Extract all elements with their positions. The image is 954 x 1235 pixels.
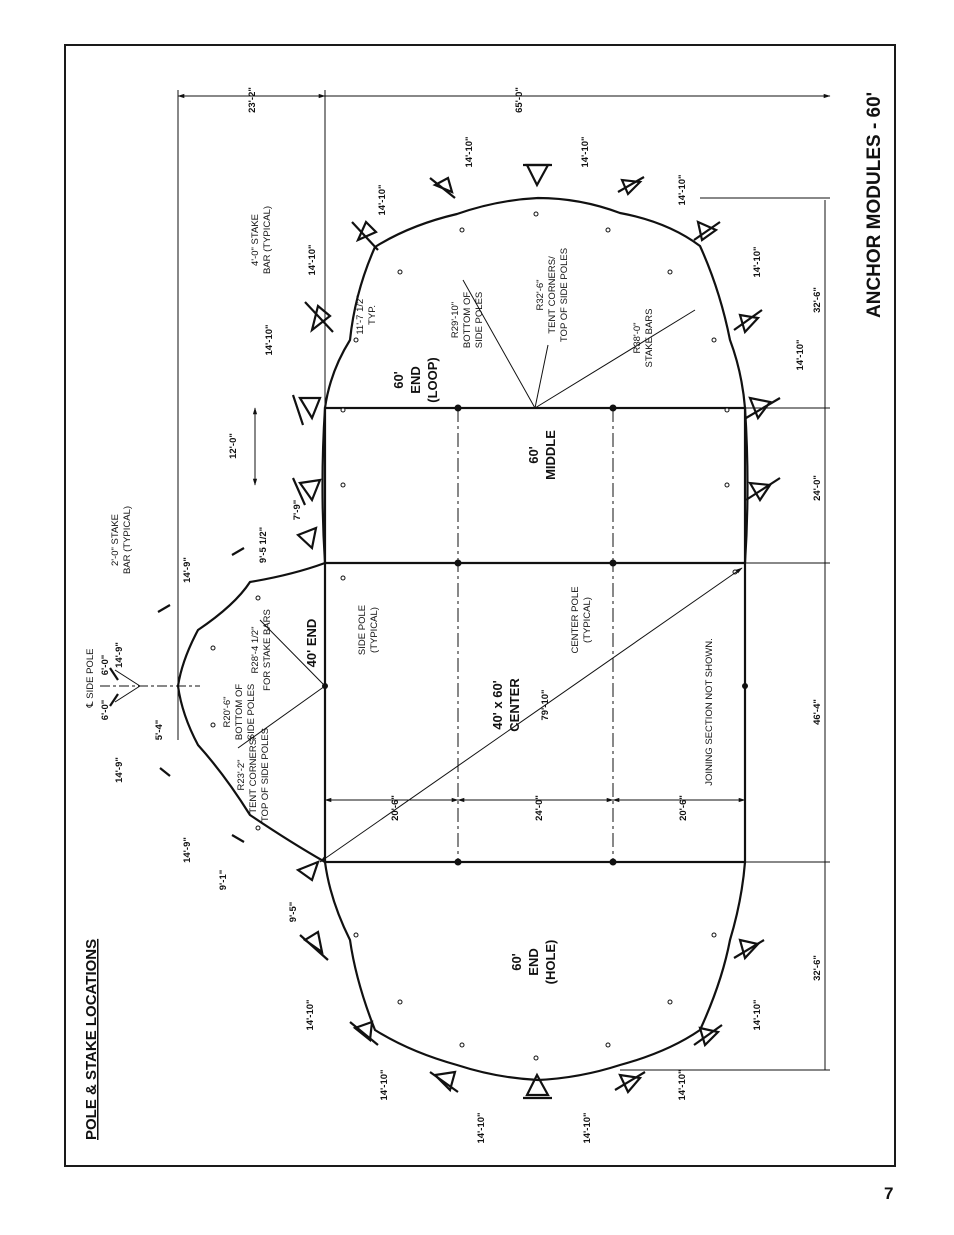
callout-typ-1: 11'-7 1/2"	[355, 295, 366, 334]
callout-side-pole-1: SIDE POLE	[357, 605, 368, 655]
dim-6-0-b: 6'-0"	[100, 700, 111, 721]
drawing-frame	[64, 44, 896, 1167]
dim-14-9-c: 14'-9"	[114, 757, 125, 783]
dim-14-10-f: 14'-10"	[752, 246, 763, 277]
dim-32-6-b: 32'-6"	[812, 955, 823, 981]
stake-bars	[109, 163, 781, 1100]
dim-20-6-b: 20'-6"	[678, 795, 689, 821]
dim-14-10-l: 14'-10"	[582, 1112, 593, 1143]
area-loop-line1: 60'	[391, 371, 406, 389]
dim-65-0: 65'-0"	[514, 87, 525, 113]
r28-line2: FOR STAKE BARS	[262, 609, 273, 691]
module-title: ANCHOR MODULES - 60'	[864, 92, 885, 318]
r23-line2: TENT CORNERS/	[248, 736, 259, 814]
dim-5-4: 5'-4"	[154, 720, 165, 741]
callout-side-pole-cl: ℄ SIDE POLE	[85, 649, 96, 709]
r20-line3: SIDE POLES	[246, 684, 257, 741]
callout-center-pole-1: CENTER POLE	[570, 586, 581, 653]
dim-14-10-n: 14'-10"	[752, 999, 763, 1030]
section-title: POLE & STAKE LOCATIONS	[83, 939, 100, 1140]
area-hole-line3: (HOLE)	[543, 940, 558, 985]
area-center-line2: CENTER	[507, 678, 522, 732]
dim-9-1: 9'-1"	[218, 870, 229, 891]
r28-line1: R28'-4 1/2"	[250, 627, 261, 674]
dim-32-6-a: 32'-6"	[812, 287, 823, 313]
r29-line1: R29'-10"	[450, 302, 461, 338]
r29-line3: SIDE POLES	[474, 292, 485, 349]
area-middle-line1: 60'	[526, 446, 541, 464]
r32-line2: TENT CORNERS/	[547, 256, 558, 334]
area-hole-line1: 60'	[509, 953, 524, 971]
dim-46-4: 46'-4"	[812, 699, 823, 725]
dim-12-0: 12'-0"	[228, 433, 239, 459]
callout-joining: JOINING SECTION NOT SHOWN.	[704, 638, 715, 786]
r29-line2: BOTTOM OF	[462, 292, 473, 348]
dim-14-10-e: 14'-10"	[307, 244, 318, 275]
callout-stake-bar-2-1: 2'-0" STAKE	[110, 514, 121, 566]
dim-24-0-b: 24'-0"	[812, 475, 823, 501]
area-loop-line3: (LOOP)	[425, 357, 440, 403]
r32-line3: TOP OF SIDE POLES	[559, 248, 570, 342]
dim-23-2: 23'-2"	[247, 87, 258, 113]
dim-14-9-d: 14'-9"	[182, 837, 193, 863]
dim-14-10-d: 14'-10"	[677, 174, 688, 205]
callout-side-pole-2: (TYPICAL)	[369, 607, 380, 653]
dim-7-9: 7'-9"	[292, 500, 303, 521]
callout-stake-bar-2-2: BAR (TYPICAL)	[122, 506, 133, 574]
dim-20-6-a: 20'-6"	[390, 795, 401, 821]
dim-14-10-j: 14'-10"	[379, 1069, 390, 1100]
dim-6-0-a: 6'-0"	[100, 655, 111, 676]
dim-14-10-k: 14'-10"	[476, 1112, 487, 1143]
r20-line2: BOTTOM OF	[234, 684, 245, 740]
area-loop-line2: END	[408, 366, 423, 393]
dim-14-10-c: 14'-10"	[377, 184, 388, 215]
dim-14-9-b: 14'-9"	[114, 642, 125, 668]
r38-line2: STAKE BARS	[644, 309, 655, 368]
dim-9-5-half: 9'-5 1/2"	[258, 527, 269, 563]
area-middle-line2: MIDDLE	[543, 430, 558, 480]
dim-14-9-a: 14'-9"	[182, 557, 193, 583]
r23-line3: TOP OF SIDE POLES	[260, 728, 271, 822]
dim-24-0-a: 24'-0"	[534, 795, 545, 821]
r20-line1: R20'-6"	[222, 696, 233, 727]
dim-14-10-b: 14'-10"	[580, 136, 591, 167]
dim-14-10-g: 14'-10"	[264, 324, 275, 355]
callout-typ-2: TYP.	[367, 305, 378, 325]
callout-stake-bar-4-1: 4'-0" STAKE	[250, 214, 261, 266]
dim-14-10-h: 14'-10"	[795, 339, 806, 370]
area-40-end: 40' END	[304, 619, 319, 668]
r38-line1: R38'-0"	[632, 322, 643, 353]
area-center-line1: 40' x 60'	[490, 680, 505, 730]
dim-79-10: 79'-10"	[540, 689, 551, 720]
r32-line1: R32'-6"	[535, 279, 546, 310]
dimension-lines	[100, 90, 831, 1071]
dim-14-10-i: 14'-10"	[305, 999, 316, 1030]
page-number: 7	[884, 1184, 894, 1203]
dim-14-10-m: 14'-10"	[677, 1069, 688, 1100]
r23-line1: R23'-2"	[236, 759, 247, 790]
dim-14-10-a: 14'-10"	[464, 136, 475, 167]
callout-stake-bar-4-2: BAR (TYPICAL)	[262, 206, 273, 274]
callout-center-pole-2: (TYPICAL)	[582, 597, 593, 643]
area-hole-line2: END	[526, 948, 541, 975]
dim-9-5: 9'-5"	[288, 902, 299, 923]
pole-lines	[457, 408, 614, 862]
